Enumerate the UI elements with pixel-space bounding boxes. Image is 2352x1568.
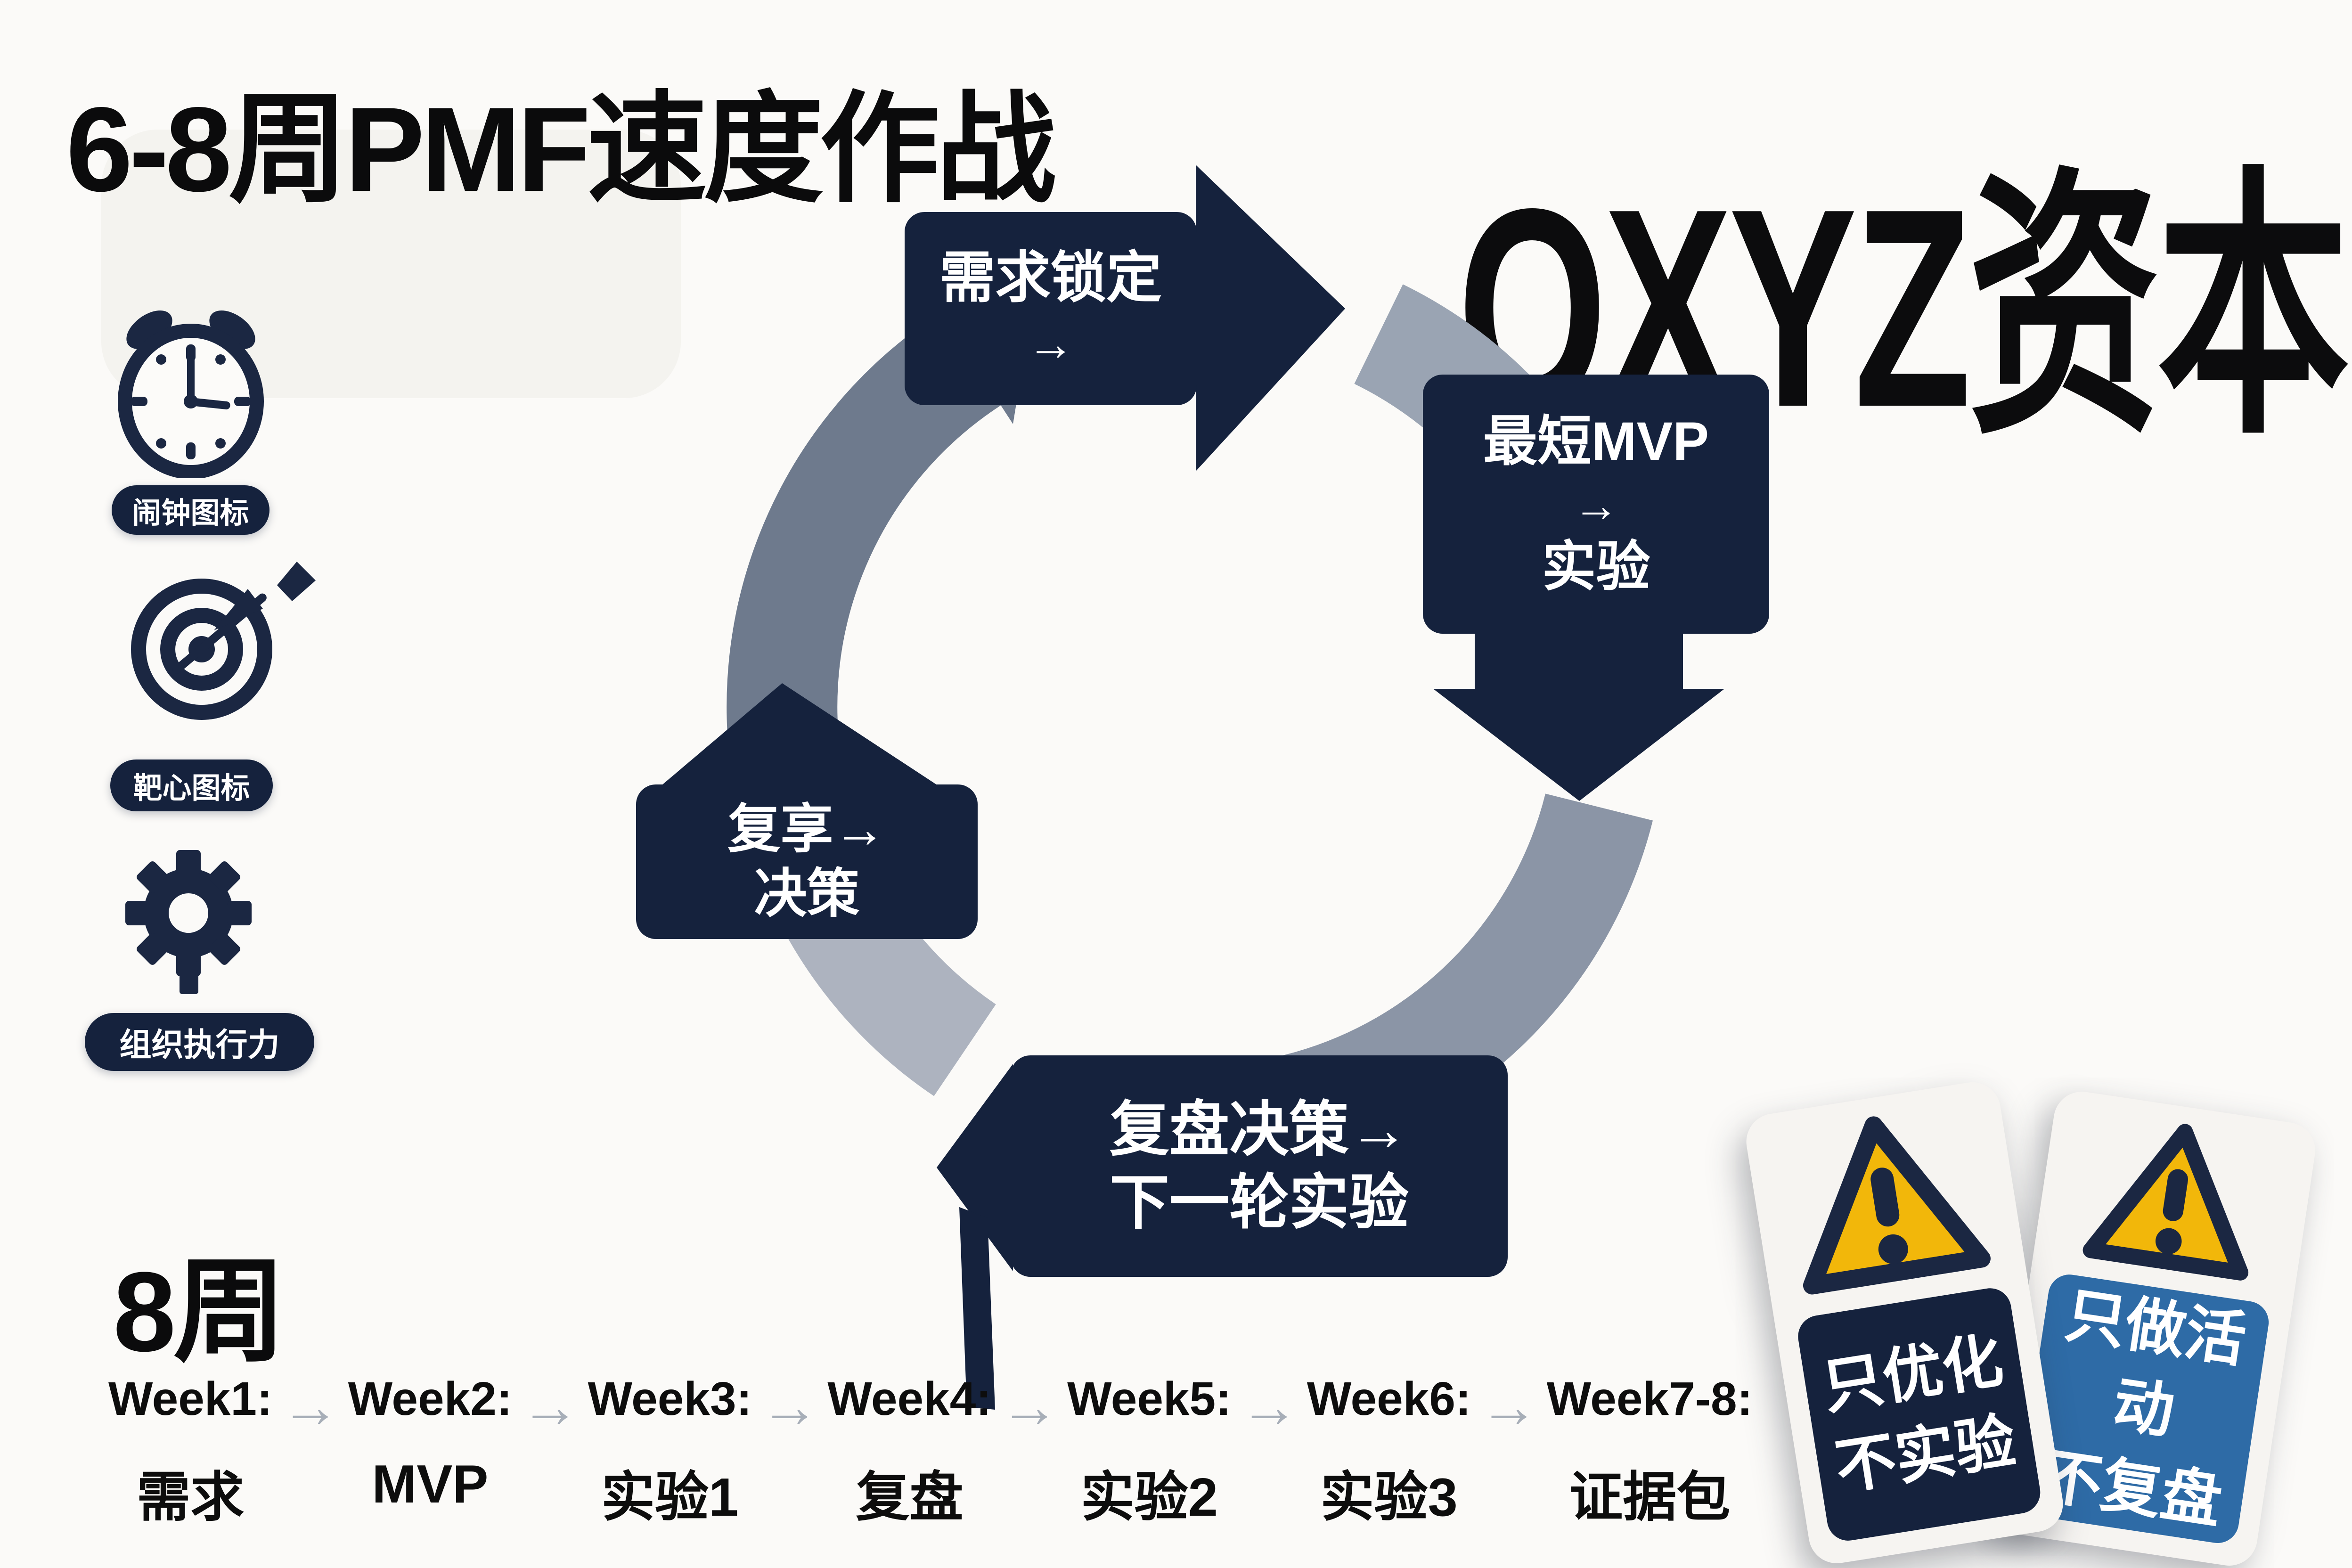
left-step-roof-arrow-icon (659, 683, 941, 788)
icon-label-text: 组织执行力 (119, 1027, 280, 1063)
timeline-item-week6: Week6: 实验3 (1307, 1372, 1471, 1531)
icon-label-target: 靶心图标 (110, 760, 273, 811)
warning-badge-optimize-only: 只优化 不实验 (1742, 1078, 2067, 1568)
cycle-step-line: 实验 (1542, 536, 1650, 597)
timeline-item-week5: Week5: 实验2 (1067, 1372, 1231, 1531)
cycle-step-arrow: → (1573, 480, 1619, 531)
timeline-arrow-icon: → (1000, 1374, 1059, 1439)
timeline-item-week2: Week2: MVP (348, 1372, 512, 1515)
alarm-clock-icon (118, 310, 264, 478)
timeline-item-week7-8: Week7-8: 证据包 (1547, 1372, 1753, 1531)
timeline-week-label: Week1: (108, 1372, 273, 1425)
timeline-week-value: MVP (372, 1454, 489, 1514)
timeline-row: Week1: 需求 → Week2: MVP → Week3: 实验1 → We… (108, 1372, 1753, 1531)
timeline-week-value: 实验1 (601, 1468, 739, 1527)
timeline-item-week1: Week1: 需求 (108, 1372, 272, 1531)
timeline-item-week3: Week3: 实验1 (588, 1372, 752, 1531)
icon-label-alarm: 闹钟图标 (112, 485, 270, 535)
cycle-step-line: 需求锁定 (939, 246, 1162, 309)
timeline-week-value: 实验2 (1080, 1468, 1218, 1527)
timeline-week-label: Week7-8: (1546, 1372, 1753, 1425)
cycle-step-line: 下一轮实验 (1109, 1169, 1409, 1236)
timeline-arrow-icon: → (520, 1374, 580, 1439)
timeline-week-value: 复盘 (856, 1468, 964, 1527)
page-title: 6-8周PMF速度作战 (66, 82, 1056, 217)
timeline-week-value: 证据包 (1569, 1468, 1731, 1527)
timeline-week-value: 需求 (137, 1468, 245, 1527)
bottom-step-arrowhead-icon (937, 1064, 1013, 1271)
warning-badge-activity-only: 只做活动 不复盘 (1992, 1087, 2319, 1568)
timeline-item-week4: Week4: 复盘 (827, 1372, 991, 1531)
timeline-arrow-icon: → (1240, 1374, 1299, 1439)
timeline-heading: 8周 (113, 1249, 286, 1375)
cycle-step-mvp-experiment: 最短MVP → 实验 (1423, 375, 1769, 634)
icon-label-text: 闹钟图标 (132, 497, 249, 530)
cycle-step-demand-lock: 需求锁定 → (905, 212, 1197, 405)
timeline-week-label: Week3: (588, 1372, 752, 1425)
timeline-arrow-icon: → (281, 1374, 340, 1439)
timeline-week-label: Week5: (1067, 1372, 1232, 1425)
top-step-arrowhead-icon (1196, 165, 1345, 471)
right-step-down-arrow-icon (1433, 629, 1724, 801)
warning-triangle-icon (2082, 1124, 2249, 1281)
gear-icon (125, 850, 252, 994)
cycle-step-line: 复盘决策→ (1109, 1096, 1409, 1163)
cycle-step-line: 最短MVP (1483, 411, 1709, 472)
timeline-week-label: Week2: (348, 1372, 513, 1425)
timeline-week-value: 实验3 (1320, 1468, 1458, 1527)
warning-triangle-icon (1803, 1116, 1991, 1295)
cycle-step-line: 决策 (754, 864, 860, 923)
cycle-step-arrow: → (1027, 317, 1075, 370)
cycle-step-line: 复享→ (727, 800, 886, 859)
timeline-week-label: Week4: (827, 1372, 992, 1425)
timeline-arrow-icon: → (1479, 1374, 1538, 1439)
cycle-step-review-next-round: 复盘决策→ 下一轮实验 (1011, 1055, 1508, 1277)
warning-text-panel: 只优化 不实验 (1795, 1285, 2043, 1544)
icon-label-text: 靶心图标 (133, 772, 250, 805)
target-icon (131, 562, 316, 720)
warning-line: 只做活动 (2061, 1281, 2250, 1446)
cycle-step-replay-decision: 复享→ 决策 (636, 784, 978, 939)
icon-label-execution: 组织执行力 (85, 1013, 314, 1071)
timeline-week-label: Week6: (1307, 1372, 1471, 1425)
timeline-arrow-icon: → (760, 1374, 819, 1439)
arc-top-left (727, 312, 1001, 821)
